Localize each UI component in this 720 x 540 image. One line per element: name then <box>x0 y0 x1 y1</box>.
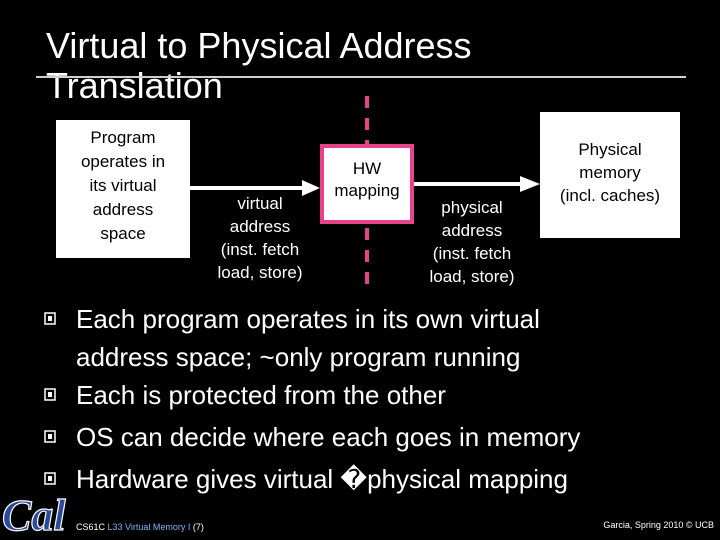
physical-memory-box: Physical memory (incl. caches) <box>540 112 680 238</box>
virtual-label-line: address <box>229 217 291 236</box>
square-bullet-icon <box>44 472 56 485</box>
program-box-line: Program <box>90 128 156 147</box>
physical-address-label: physical address (inst. fetch load, stor… <box>414 196 530 288</box>
footer-lecture: L33 Virtual Memory I <box>107 522 191 532</box>
footer-credit: Garcia, Spring 2010 © UCB <box>603 520 714 530</box>
square-bullet-icon <box>44 388 56 401</box>
bullet-item: Hardware gives virtual �physical mapping <box>40 458 700 500</box>
bullet-item: OS can decide where each goes in memory <box>40 416 700 458</box>
slide-title: Virtual to Physical Address Translation <box>46 25 472 106</box>
footer-course-code: CS61C <box>76 522 106 532</box>
hw-box-line: mapping <box>334 181 400 200</box>
arrow-icon <box>190 180 320 196</box>
memory-box-line: memory <box>579 163 641 182</box>
physical-label-line: (inst. fetch <box>432 244 512 263</box>
bullet-text: Each is protected from the other <box>76 380 446 410</box>
program-box-line: its virtual <box>89 176 157 195</box>
hw-mapping-box: HW mapping <box>320 144 414 224</box>
title-divider <box>36 76 686 78</box>
virtual-label-line: (inst. fetch <box>220 240 300 259</box>
cal-logo-text: Cal <box>2 491 66 540</box>
virtual-label-line: virtual <box>237 194 283 213</box>
arrow-icon <box>414 176 540 192</box>
bullet-list: Each program operates in its own virtual… <box>40 298 700 500</box>
bullet-text: address space; ~only program running <box>76 342 521 372</box>
memory-box-line: (incl. caches) <box>559 186 661 205</box>
virtual-address-label: virtual address (inst. fetch load, store… <box>202 192 318 284</box>
physical-label-line: address <box>441 221 503 240</box>
program-box: Program operates in its virtual address … <box>56 120 190 258</box>
memory-box-line: Physical <box>578 140 642 159</box>
square-bullet-icon <box>44 430 56 443</box>
program-box-line: space <box>100 224 146 243</box>
footer-course: CS61C L33 Virtual Memory I (7) <box>76 522 204 532</box>
virtual-label-line: load, store) <box>217 263 303 282</box>
bullet-item: Each is protected from the other <box>40 374 700 416</box>
bullet-item: Each program operates in its own virtual… <box>40 298 700 374</box>
bullet-text: OS can decide where each goes in memory <box>76 422 581 452</box>
program-box-line: operates in <box>80 152 166 171</box>
footer-page: (7) <box>192 522 204 532</box>
square-bullet-icon <box>44 312 56 325</box>
bullet-text: Each program operates in its own virtual <box>76 304 540 334</box>
physical-label-line: load, store) <box>429 267 515 286</box>
hw-box-line: HW <box>352 159 382 178</box>
bullet-text: Hardware gives virtual �physical mapping <box>76 464 568 494</box>
program-box-line: address <box>92 200 154 219</box>
cal-logo-icon: Cal <box>1 490 67 540</box>
physical-label-line: physical <box>441 198 503 217</box>
